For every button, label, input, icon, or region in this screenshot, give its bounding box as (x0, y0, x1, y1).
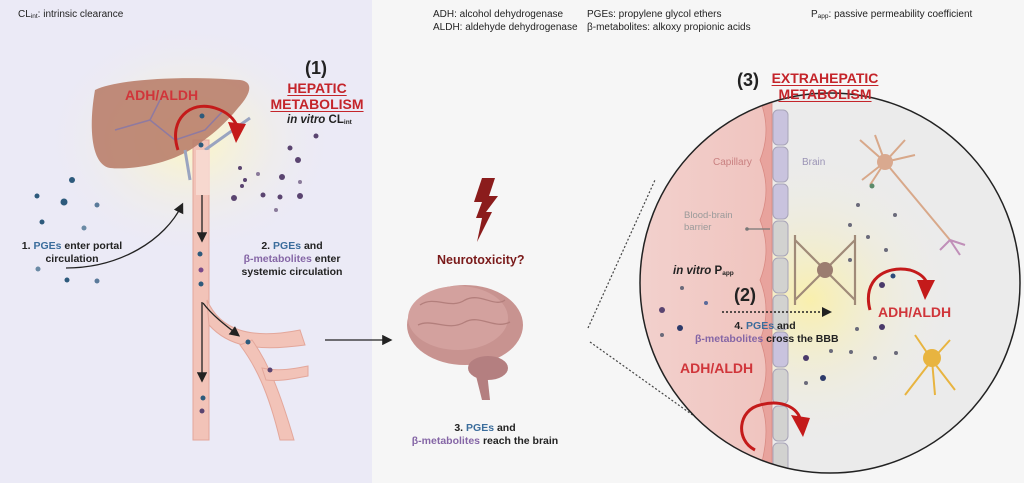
hepatic-cycle-arrow (174, 104, 240, 151)
capillary-label: Capillary (713, 157, 752, 168)
extrahepatic-title-line2: METABOLISM (778, 86, 872, 102)
bbb-zoom-circle (640, 93, 1020, 473)
hepatic-invitro-clint: in vitro CLint (287, 114, 352, 126)
hepatic-number: (1) (305, 58, 327, 78)
legend-aldh: ALDH: aldehyde dehydrogenase (433, 22, 578, 33)
capillary-enzyme-label: ADH/ALDH (680, 360, 754, 376)
hepatic-title-line2: METABOLISM (270, 96, 364, 112)
invitro-papp-label: in vitro Papp (673, 265, 734, 277)
zoom-circle-border (639, 92, 1021, 474)
legend-papp: Papp: passive permeability coefficient (811, 9, 973, 20)
lightning-icon (474, 178, 498, 242)
step3-label: 3. PGEs and β-metabolites reach the brai… (411, 422, 559, 447)
step1-label: 1. PGEs enter portal circulation (21, 240, 123, 265)
legend-pges: PGEs: propylene glycol ethers (587, 9, 722, 20)
brain-enzyme-label: ADH/ALDH (878, 304, 952, 320)
glial-cell-icon (904, 334, 956, 396)
bbb-cells (772, 109, 789, 473)
bbb-pointer-dot (745, 227, 749, 231)
zoom-line-top (587, 179, 656, 329)
step4-label: 4. PGEs and β-metabolites cross the BBB (695, 320, 839, 345)
legend-beta: β-metabolites: alkoxy propionic acids (587, 22, 751, 33)
hepatic-enzyme-label: ADH/ALDH (125, 87, 199, 103)
capillary-cycle-arrow (740, 401, 802, 452)
blood-vessel (192, 139, 309, 441)
hepatic-title-line1: HEPATIC (287, 80, 347, 96)
brain-label: Brain (802, 157, 826, 168)
extrahepatic-number: (3) (737, 70, 759, 90)
permeability-number: (2) (734, 285, 756, 305)
brain-cycle-arrow (867, 267, 929, 311)
legend-adh: ADH: alcohol dehydrogenase (433, 9, 564, 20)
hepatic-arrowhead (228, 122, 246, 143)
legend-compounds: PGEs: propylene glycol ethers β-metaboli… (587, 8, 751, 34)
bbb-label: Blood-brain barrier (684, 210, 733, 233)
extrahepatic-title: EXTRAHEPATIC METABOLISM (765, 70, 885, 102)
branch-arrow (202, 302, 241, 337)
portal-arrow (65, 202, 184, 269)
legend-enzymes: ADH: alcohol dehydrogenase ALDH: aldehyd… (433, 8, 578, 34)
hepatic-title: HEPATIC METABOLISM (262, 80, 372, 112)
brain-icon (407, 285, 523, 400)
legend-clint: CLint: intrinsic clearance (18, 9, 124, 20)
extrahepatic-title-line1: EXTRAHEPATIC (771, 70, 879, 86)
liver-icon (91, 78, 251, 195)
neuron-icon (859, 134, 966, 256)
beta-metabolite-molecules (198, 133, 319, 414)
astrocyte-icon (793, 235, 857, 305)
step2-label: 2. PGEs and β-metabolites enter systemic… (241, 240, 343, 278)
pge-molecules (34, 113, 251, 401)
neurotoxicity-label: Neurotoxicity? (437, 253, 525, 267)
